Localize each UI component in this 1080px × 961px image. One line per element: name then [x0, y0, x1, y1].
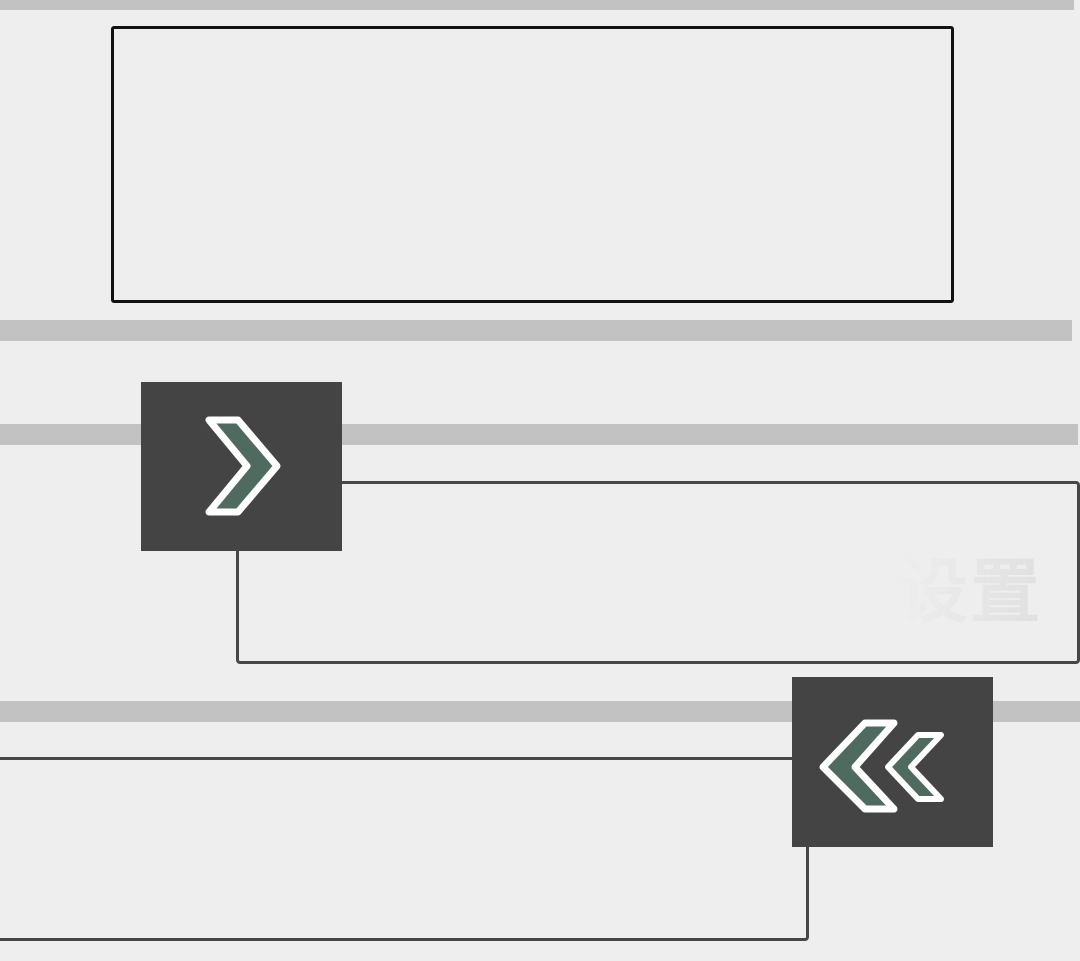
- card-label: 设置: [898, 536, 1042, 637]
- collapse-button[interactable]: [792, 677, 993, 847]
- section-divider: [0, 320, 1072, 341]
- double-chevron-left-icon: [819, 719, 944, 813]
- top-divider: [0, 0, 1074, 10]
- chevron-right-icon: [205, 416, 281, 516]
- card-outline[interactable]: [0, 757, 809, 941]
- card-outline[interactable]: [236, 481, 1080, 664]
- expand-button[interactable]: [141, 382, 342, 551]
- content-frame: [111, 26, 954, 303]
